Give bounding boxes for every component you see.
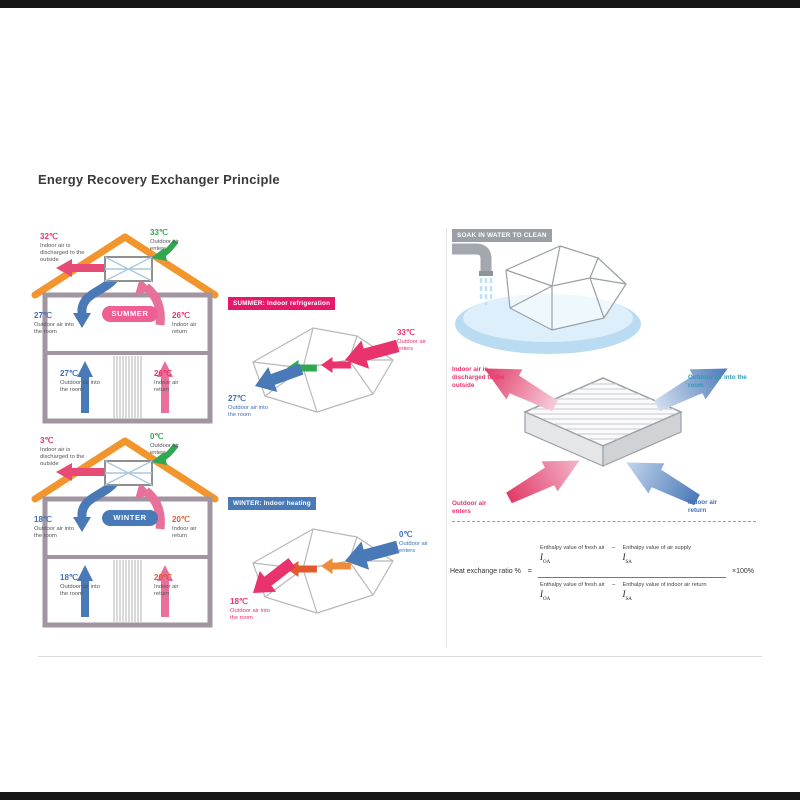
detail-exhaust-label: Indoor air is discharged to the outside <box>452 366 505 390</box>
winter-intake-label: Outdoor air enters <box>150 443 179 457</box>
return-pipe-red <box>135 482 165 530</box>
denominator-right-term: Enthalpy value of indoor air return ISA <box>622 582 706 602</box>
summer-house-diagram <box>31 233 219 424</box>
detail-outdoor-label: Outdoor air enters <box>452 500 487 516</box>
supply-pipe-blue <box>73 275 118 328</box>
summer-core-diagram <box>250 327 402 413</box>
bottom-letterbox-bar <box>0 792 800 800</box>
term-text: Enthalpy value of indoor air return <box>622 582 707 588</box>
term-symbol: ISA <box>622 589 632 602</box>
winter-house-diagram <box>31 437 219 628</box>
term-text: Enthalpy value of fresh air <box>540 545 605 551</box>
faucet-spout <box>479 271 493 276</box>
winter-banner: WINTER: Indoor heating <box>228 497 316 510</box>
water-stream <box>479 278 493 305</box>
intake-arrow-green <box>151 239 179 261</box>
summer-room-return-temp: 26℃ <box>154 369 172 378</box>
room-return-arrow <box>157 361 173 413</box>
summer-pill: SUMMER <box>102 306 158 322</box>
winter-core-inlet-temp: 0℃ <box>399 530 413 539</box>
soak-in-water-diagram <box>452 243 641 354</box>
exhaust-arrow <box>56 463 104 481</box>
summer-supply-temp: 27℃ <box>34 311 52 320</box>
section-dashed-divider <box>452 521 756 522</box>
core-fins <box>525 383 681 440</box>
formula-multiplier: ×100% <box>732 568 754 575</box>
summer-core-outlet-label: Outdoor air into the room <box>228 405 268 419</box>
winter-pill: WINTER <box>102 510 158 526</box>
winter-room-supply-label: Outdoor air into the room <box>60 584 100 598</box>
summer-core-inlet-temp: 33℃ <box>397 328 415 337</box>
winter-return-label: Indoor air return <box>172 526 197 540</box>
return-pipe-pink <box>135 278 165 326</box>
detail-return-label: Indoor air return <box>688 499 718 515</box>
summer-exhaust-label: Indoor air is discharged to the outside <box>40 243 85 264</box>
top-letterbox-bar <box>0 0 800 8</box>
intake-arrow-green <box>151 443 179 465</box>
numerator-left-term: Enthalpy value of fresh air IOA <box>540 545 605 565</box>
summer-room-return-label: Indoor air return <box>154 380 179 394</box>
formula-numerator: Enthalpy value of fresh air IOA − Enthal… <box>540 545 691 565</box>
formula-denominator: Enthalpy value of fresh air IOA − Enthal… <box>540 582 706 602</box>
summer-banner: SUMMER: Indoor refrigeration <box>228 297 336 310</box>
formula-equals: = <box>527 568 532 575</box>
winter-room-supply-temp: 18℃ <box>60 573 78 582</box>
summer-room-supply-label: Outdoor air into the room <box>60 380 100 394</box>
term-symbol: ISA <box>622 552 632 565</box>
supply-pipe-blue <box>73 479 118 532</box>
summer-intake-temp: 33℃ <box>150 228 168 237</box>
summer-room-supply-temp: 27℃ <box>60 369 78 378</box>
detail-supply-label: Outdoor air into the room <box>688 374 747 390</box>
winter-core-outlet-label: Outdoor air into the room <box>230 608 270 622</box>
winter-room-return-temp: 20℃ <box>154 573 172 582</box>
summer-supply-label: Outdoor air into the room <box>34 322 74 336</box>
duct-hatch <box>113 560 142 622</box>
term-text: Enthalpy value of fresh air <box>540 582 605 588</box>
winter-return-temp: 20℃ <box>172 515 190 524</box>
winter-supply-temp: 18℃ <box>34 515 52 524</box>
formula-lhs-text: Heat exchange ratio % <box>450 568 521 575</box>
summer-return-label: Indoor air return <box>172 322 197 336</box>
winter-core-outlet-temp: 18℃ <box>230 597 248 606</box>
room-supply-arrow <box>77 565 93 617</box>
winter-room-return-label: Indoor air return <box>154 584 179 598</box>
faucet-icon <box>452 243 492 272</box>
duct-hatch <box>113 356 142 418</box>
summer-core-inlet-label: Outdoor air enters <box>397 339 426 353</box>
airflow-detail-diagram <box>476 362 736 516</box>
winter-core-inlet-label: Outdoor air enters <box>399 541 428 555</box>
winter-intake-temp: 0℃ <box>150 432 164 441</box>
exchanger-unit <box>104 256 153 282</box>
outdoor-in-arrow <box>501 445 588 514</box>
term-symbol: IOA <box>540 552 551 565</box>
column-divider <box>446 228 447 648</box>
room-return-arrow <box>157 565 173 617</box>
minus-sign: − <box>611 545 616 552</box>
denominator-left-term: Enthalpy value of fresh air IOA <box>540 582 605 602</box>
core-wireframe <box>252 327 394 413</box>
winter-supply-label: Outdoor air into the room <box>34 526 74 540</box>
winter-core-diagram <box>245 528 402 614</box>
clean-banner: SOAK IN WATER TO CLEAN <box>452 229 552 242</box>
summer-exhaust-temp: 32℃ <box>40 232 58 241</box>
numerator-right-term: Enthalpy value of air supply ISA <box>622 545 690 565</box>
winter-exhaust-temp: 3℃ <box>40 436 54 445</box>
summer-return-temp: 26℃ <box>172 311 190 320</box>
fraction-bar <box>538 577 726 578</box>
term-symbol: IOA <box>540 589 551 602</box>
exchanger-unit <box>104 460 153 486</box>
minus-sign: − <box>611 582 616 589</box>
bottom-rule <box>38 656 762 657</box>
core-right-face <box>602 411 682 467</box>
summer-core-outlet-temp: 27℃ <box>228 394 246 403</box>
core-wireframe <box>505 245 627 331</box>
room-supply-arrow <box>77 361 93 413</box>
summer-intake-label: Outdoor air enters <box>150 239 179 253</box>
formula-lhs: Heat exchange ratio % = <box>450 568 532 575</box>
term-text: Enthalpy value of air supply <box>622 545 691 551</box>
page-title: Energy Recovery Exchanger Principle <box>38 172 280 187</box>
exhaust-arrow <box>56 259 104 277</box>
winter-exhaust-label: Indoor air is discharged to the outside <box>40 447 85 468</box>
